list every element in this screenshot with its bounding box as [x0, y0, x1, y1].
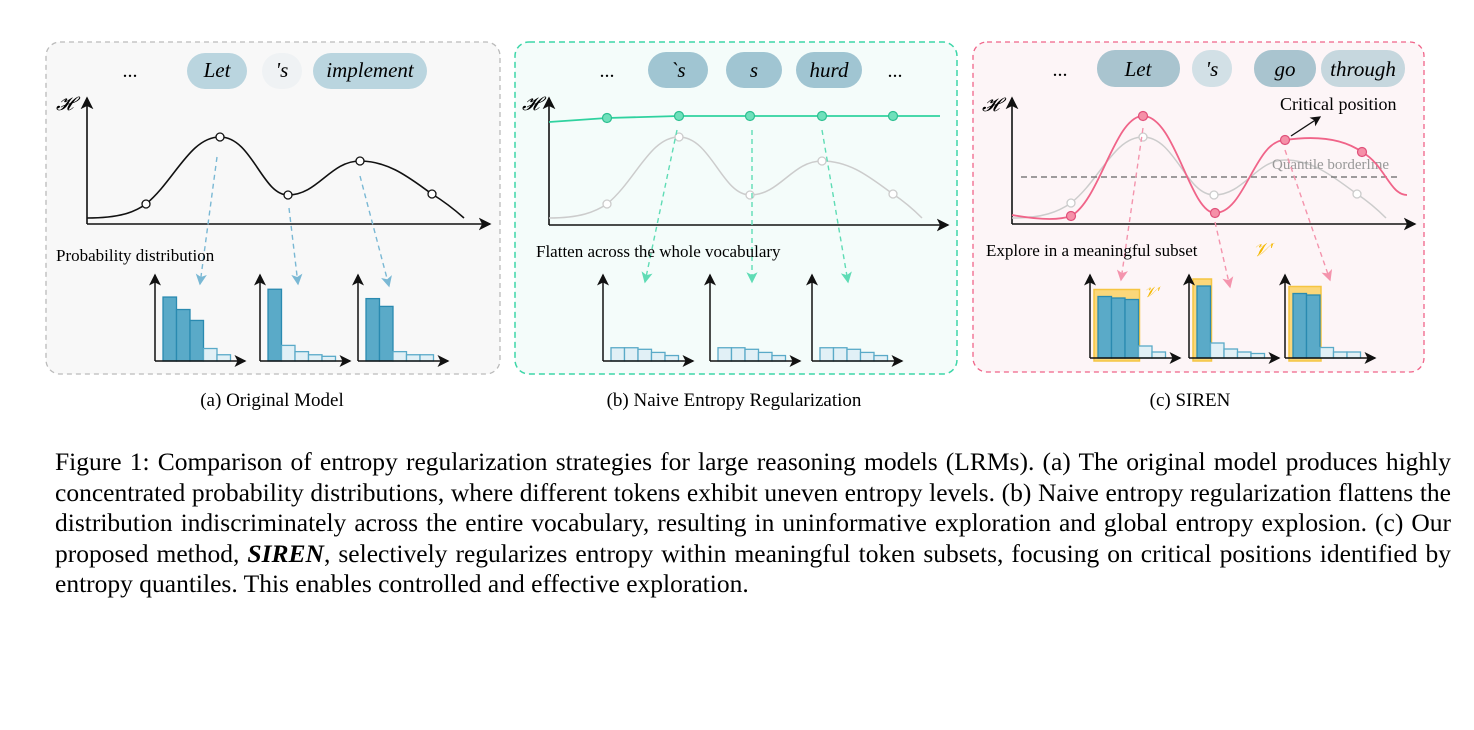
probability-bar [365, 297, 381, 362]
token: s [750, 58, 758, 82]
probability-bar [717, 347, 733, 362]
probability-bar [1209, 342, 1225, 359]
distribution-label: Probability distribution [56, 246, 215, 265]
token: hurd [810, 58, 849, 82]
ellipsis: ... [123, 60, 138, 82]
probability-bar [294, 350, 310, 362]
histogram [704, 273, 802, 367]
probability-bar [280, 344, 296, 362]
ellipsis: ... [888, 60, 903, 82]
probability-bar [1319, 346, 1335, 359]
distribution-label: Explore in a meaningful subset [986, 241, 1198, 260]
histogram [352, 273, 450, 367]
probability-bar [1346, 351, 1362, 359]
token: go [1275, 57, 1296, 81]
histogram [149, 273, 247, 367]
panel-b: ... `s s hurd ... 𝓗 Flatten across the w… [514, 41, 958, 411]
quantile-label: Quantile borderline [1272, 157, 1389, 173]
token: Let [203, 58, 232, 82]
probability-bar [392, 350, 408, 362]
probability-bar [610, 347, 626, 362]
probability-bar [873, 354, 889, 362]
caption-text: , selectively regularizes entropy within… [55, 538, 1451, 599]
panel-caption: (c) SIREN [1150, 390, 1231, 411]
probability-bar [623, 347, 639, 362]
entropy-points [141, 132, 437, 209]
subset-symbol: 𝒱′ [1253, 240, 1275, 261]
histogram [1183, 273, 1281, 364]
probability-bar [730, 347, 746, 362]
probability-bar [202, 347, 218, 362]
panel-caption: (b) Naive Entropy Regularization [607, 390, 862, 411]
probability-bar [1124, 298, 1140, 359]
probability-bar [846, 348, 862, 362]
probability-bar [757, 351, 773, 362]
probability-bar [378, 305, 394, 362]
probability-bar [216, 354, 232, 362]
panel-caption: (a) Original Model [200, 390, 344, 411]
token: implement [326, 58, 415, 82]
histograms-a [149, 273, 450, 367]
histogram [1084, 273, 1182, 364]
caption-text: Figure 1: Comparison of entropy regulari… [55, 447, 1451, 568]
method-name: SIREN [247, 538, 324, 568]
flattened-entropy-line [548, 115, 940, 123]
subset-symbol-hist: 𝒱′ [1144, 285, 1161, 301]
distribution-label: Flatten across the whole vocabulary [536, 242, 781, 261]
probability-bar [1223, 348, 1239, 359]
probability-bar [267, 288, 283, 362]
probability-bar [637, 348, 653, 362]
probability-bar [664, 354, 680, 362]
probability-bar [1196, 285, 1212, 359]
probability-bar [162, 296, 178, 362]
panel-c: ... Let 's go through 𝓗 Quantile borderl… [972, 41, 1425, 411]
histogram [806, 273, 904, 367]
critical-position-label: Critical position [1280, 94, 1397, 114]
probability-bar [175, 308, 191, 362]
ellipsis: ... [600, 60, 615, 82]
probability-bar [1332, 351, 1348, 359]
probability-bar [1137, 345, 1153, 359]
probability-bar [650, 351, 666, 362]
probability-bar [771, 354, 787, 362]
probability-bar [1097, 295, 1113, 359]
histograms-b [597, 273, 904, 367]
histogram [597, 273, 695, 367]
token: `s [670, 58, 685, 82]
probability-bar [1236, 351, 1252, 359]
probability-bar [744, 348, 760, 362]
ellipsis: ... [1053, 59, 1068, 81]
probability-bar [1305, 294, 1321, 359]
histograms-c [1084, 273, 1377, 364]
probability-bar [307, 354, 323, 362]
probability-bar [405, 354, 421, 362]
token: 's [276, 58, 289, 82]
probability-bar [832, 347, 848, 362]
probability-bar [1110, 297, 1126, 359]
probability-bar [1292, 292, 1308, 359]
probability-bar [189, 319, 205, 362]
figure-1: ... Let 's implement 𝓗 Probability distr… [45, 41, 1425, 411]
figure-caption: Figure 1: Comparison of entropy regulari… [55, 447, 1451, 600]
probability-bar [859, 351, 875, 362]
token: Let [1124, 57, 1153, 81]
token: 's [1206, 57, 1219, 81]
panel-a: ... Let 's implement 𝓗 Probability distr… [45, 41, 501, 411]
probability-bar [819, 347, 835, 362]
probability-bar [419, 354, 435, 362]
token: through [1330, 57, 1396, 81]
histogram [254, 273, 352, 367]
probability-bar [1151, 351, 1167, 359]
histogram [1279, 273, 1377, 364]
